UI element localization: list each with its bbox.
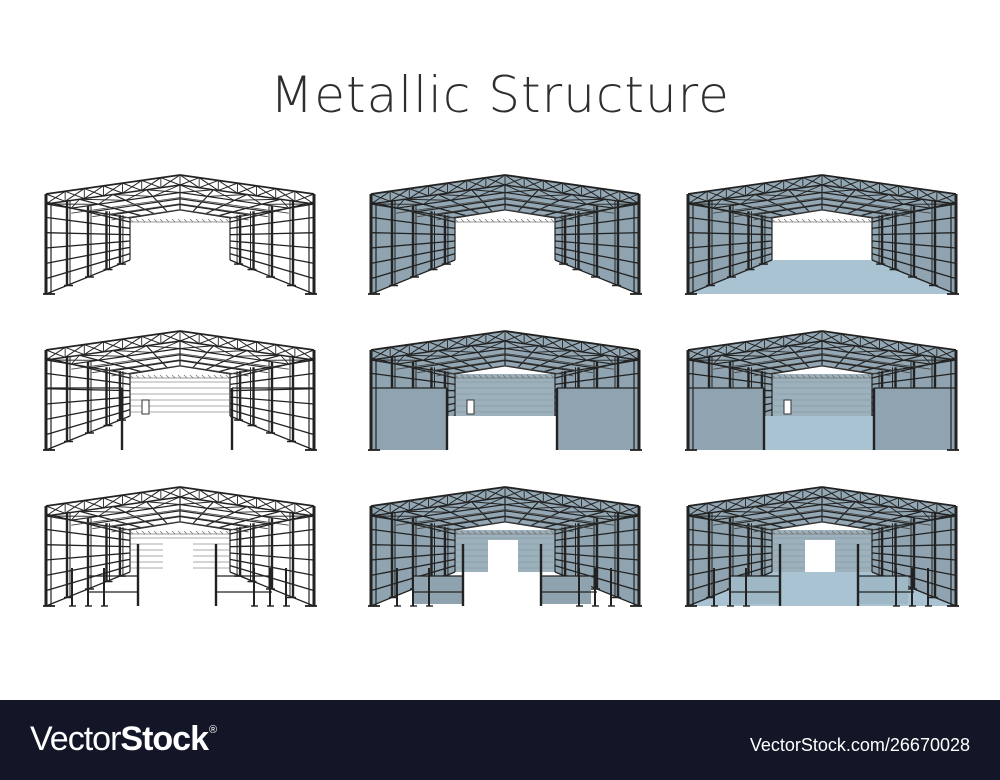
illustration-grid [42, 172, 960, 614]
structure-outline-gate [42, 484, 318, 614]
structure-illustration [368, 486, 642, 607]
page-title: Metallic Structure [270, 66, 730, 124]
structure-outline-open [42, 172, 318, 302]
structure-illustration [43, 486, 317, 607]
footer-bar: VectorStock® VectorStock.com/26670028 [0, 700, 1000, 780]
structure-illustration [43, 330, 317, 451]
structure-floor-door [684, 328, 960, 458]
structure-walls-gate [367, 484, 643, 614]
structure-walls-open [367, 172, 643, 302]
logo-text-bold: Stock [120, 720, 209, 758]
logo-text-light: Vector [30, 720, 121, 758]
image-url[interactable]: VectorStock.com/26670028 [749, 735, 970, 755]
structure-floor-open [684, 172, 960, 302]
registered-mark: ® [208, 724, 217, 736]
structure-illustration [368, 330, 642, 451]
structure-floor-gate [684, 484, 960, 614]
structure-illustration [43, 174, 317, 295]
structure-outline-door [42, 328, 318, 458]
structure-illustration [685, 174, 959, 295]
vectorstock-logo[interactable]: VectorStock® [30, 720, 217, 759]
structure-illustration [368, 174, 642, 295]
structure-illustration [685, 486, 959, 607]
structure-illustration [685, 330, 959, 451]
structure-walls-door [367, 328, 643, 458]
